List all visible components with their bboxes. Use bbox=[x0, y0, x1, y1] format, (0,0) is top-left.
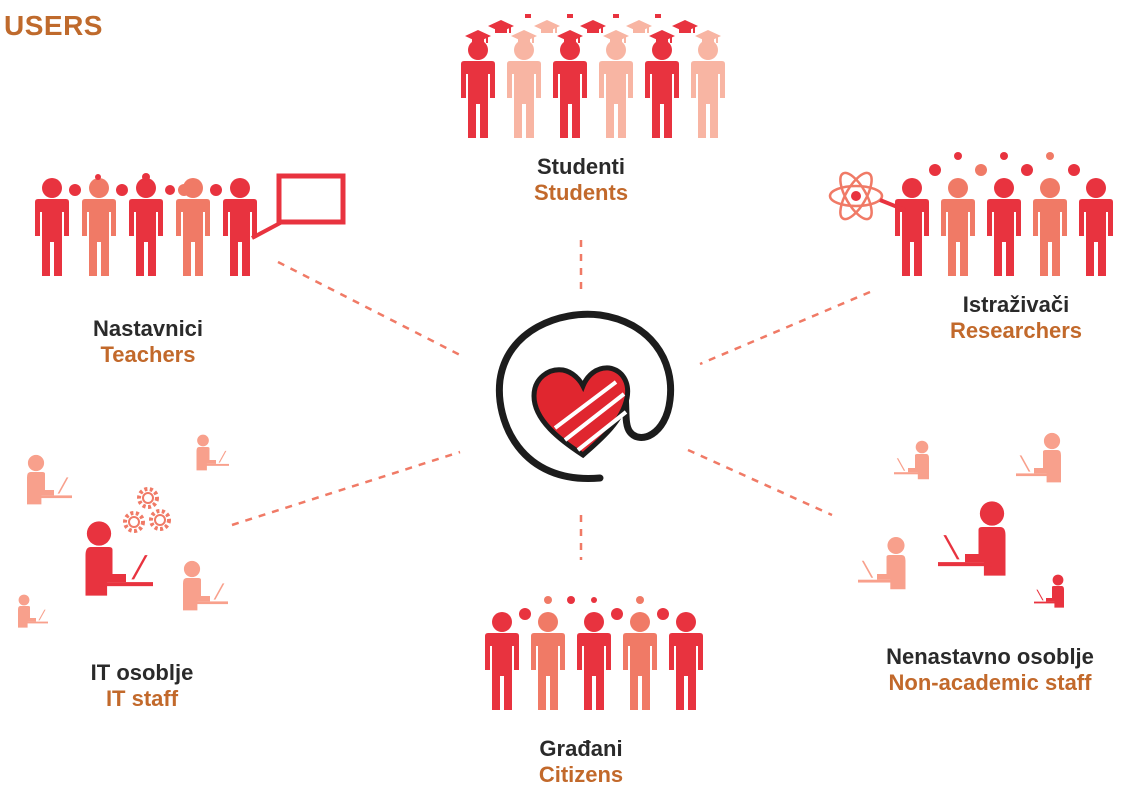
non-academic-local-label: Nenastavno osoblje bbox=[886, 644, 1094, 669]
citizens-local-label: Građani bbox=[539, 736, 623, 761]
teachers-board-icon bbox=[35, 173, 346, 276]
citizens-icon bbox=[485, 596, 703, 710]
students-local-label: Studenti bbox=[537, 154, 625, 179]
it-staff-local-label: IT osoblje bbox=[90, 660, 194, 685]
connector-lines bbox=[231, 240, 871, 560]
teachers-local-label: Nastavnici bbox=[92, 316, 204, 341]
at-heart-logo bbox=[495, 310, 675, 482]
it-staff-english-label: IT staff bbox=[105, 686, 179, 712]
researchers-local-label: Istraživači bbox=[962, 292, 1070, 317]
citizens-english-label: Citizens bbox=[538, 762, 624, 788]
connector-non-academic bbox=[687, 448, 833, 517]
non-academic-english-label: Non-academic staff bbox=[888, 670, 1092, 696]
label-researchers: Istraživači Researchers bbox=[916, 292, 1116, 345]
students-english-label: Students bbox=[533, 180, 629, 206]
page-title: USERS bbox=[4, 10, 103, 41]
researchers-english-label: Researchers bbox=[949, 318, 1083, 344]
connector-it-staff bbox=[231, 450, 461, 527]
teachers-english-label: Teachers bbox=[100, 342, 196, 368]
label-non-academic: Nenastavno osoblje Non-academic staff bbox=[862, 644, 1118, 697]
it-staff-laptops-icon bbox=[18, 434, 229, 628]
connector-teachers bbox=[277, 260, 461, 357]
researchers-atom-icon bbox=[828, 152, 1113, 276]
label-citizens: Građani Citizens bbox=[481, 736, 681, 789]
graduates-icon bbox=[461, 14, 725, 138]
label-students: Studenti Students bbox=[481, 154, 681, 207]
office-workers-icon bbox=[858, 432, 1064, 608]
label-teachers: Nastavnici Teachers bbox=[48, 316, 248, 369]
connector-researchers bbox=[699, 290, 871, 366]
label-it-staff: IT osoblje IT staff bbox=[42, 660, 242, 713]
